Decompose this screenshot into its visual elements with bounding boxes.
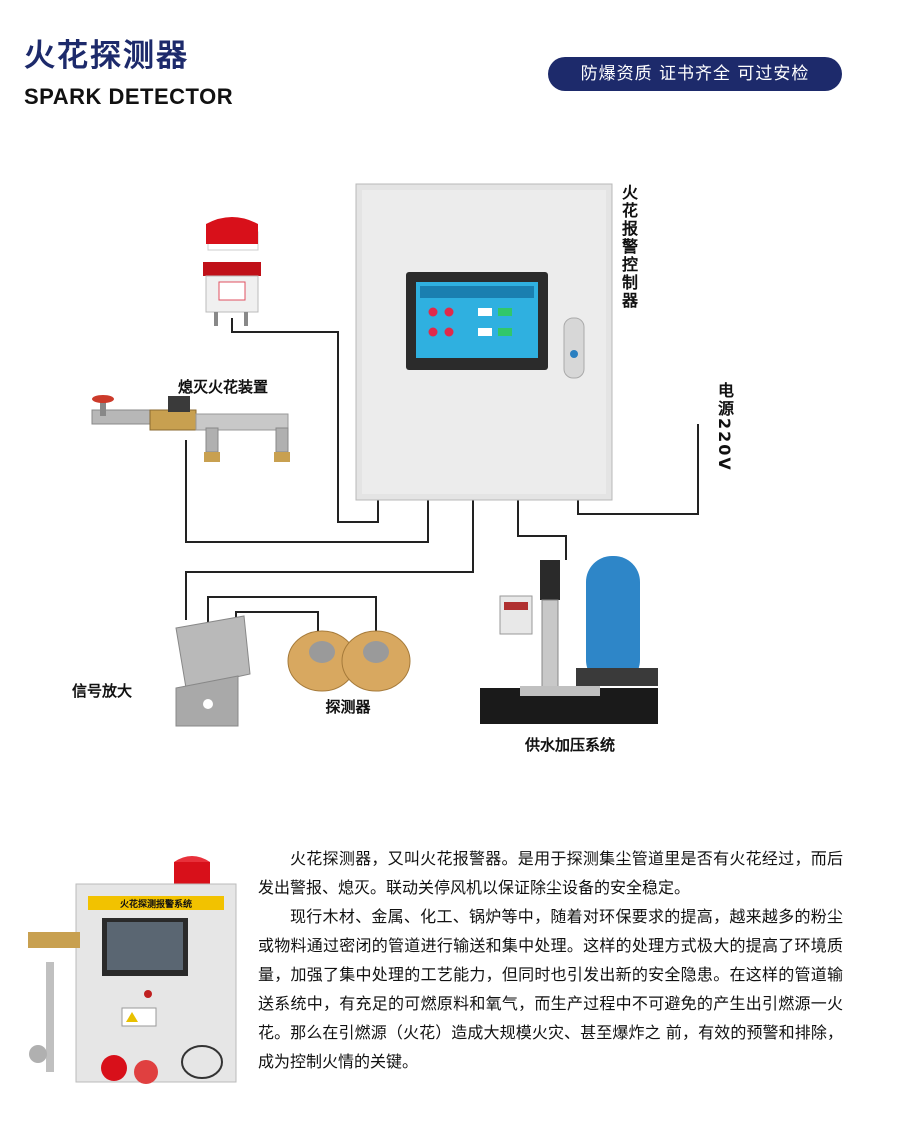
signal-amplifier [175, 615, 251, 727]
page-subtitle: SPARK DETECTOR [24, 84, 234, 109]
certification-badge: 防爆资质 证书齐全 可过安检 [548, 57, 842, 91]
pump-system [480, 556, 658, 724]
amplifier-label: 信号放大 [72, 682, 132, 700]
wire-detector-outer [207, 596, 377, 642]
extinguisher-device [91, 395, 290, 462]
description-paragraph-1: 火花探测器，又叫火花报警器。是用于探测集尘管道里是否有火花经过，而后发出警报、熄… [258, 849, 843, 897]
controller-label: 火花报警控制器 [619, 184, 638, 310]
wire-pump [517, 500, 567, 560]
wire-power [577, 424, 699, 515]
wire-amplifier [185, 500, 474, 620]
page-title: 火花探测器 [24, 38, 189, 74]
system-diagram: 熄灭火花装置 信号放大 探测器 供水加压系统 [72, 183, 699, 754]
detector-label: 探测器 [325, 698, 371, 716]
pump-label: 供水加压系统 [524, 736, 615, 754]
product-photo: 火花探测报警系统 [28, 856, 237, 1084]
power-label: 电源220V [715, 382, 734, 472]
controller-cabinet [355, 183, 613, 501]
wire-extinguisher [185, 440, 429, 543]
description: 火花探测器，又叫火花报警器。是用于探测集尘管道里是否有火花经过，而后发出警报、熄… [258, 844, 843, 1076]
product-panel-label: 火花探测报警系统 [120, 898, 192, 910]
alarm-light [203, 217, 261, 326]
wire-alarm-light [231, 318, 379, 523]
detector-sensors [287, 630, 411, 692]
wires [185, 318, 699, 642]
extinguisher-label: 熄灭火花装置 [178, 378, 268, 396]
description-paragraph-2: 现行木材、金属、化工、锅炉等中，随着对环保要求的提高，越来越多的粉尘或物料通过密… [258, 907, 843, 1071]
